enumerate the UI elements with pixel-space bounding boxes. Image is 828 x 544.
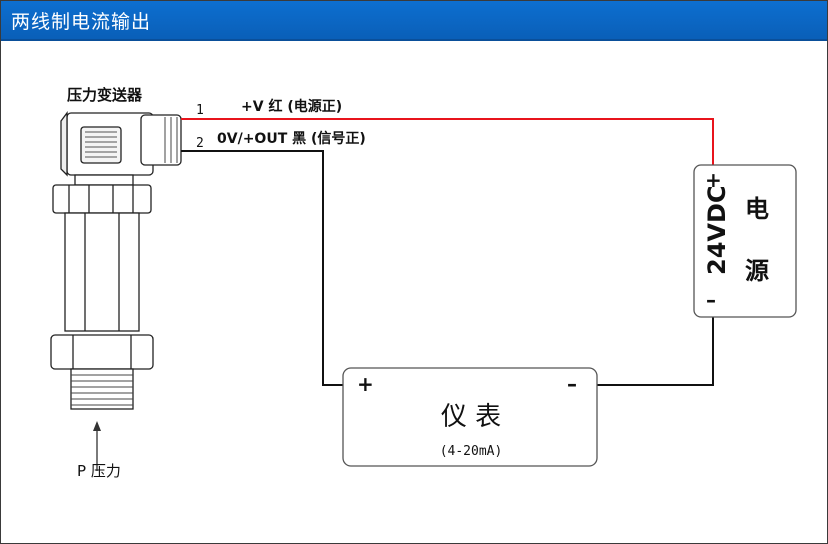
red-wire	[181, 118, 714, 165]
meter-range: (4-20mA)	[440, 444, 503, 459]
wire-2-label: 0V/+OUT 黑 (信号正)	[217, 130, 366, 147]
cable-gland	[140, 114, 182, 166]
wire-2-pin: 2	[196, 136, 204, 151]
pressure-label: P 压力	[77, 462, 121, 480]
power-name-top: 电	[745, 195, 769, 223]
power-name-bottom: 源	[745, 257, 769, 285]
power-minus: –	[706, 288, 716, 312]
wire-1-label: +V 红 (电源正)	[241, 98, 342, 115]
meter-name: 仪 表	[441, 402, 501, 432]
pressure-transmitter	[50, 111, 182, 471]
power-voltage: 24VDC	[703, 185, 731, 275]
upper-hex	[52, 184, 152, 214]
black-wire-meter-to-power	[597, 317, 714, 386]
title-bar: 两线制电流输出	[1, 1, 827, 41]
wire-1-pin: 1	[196, 103, 204, 118]
power-supply-box	[693, 164, 797, 318]
connector-edge	[60, 111, 68, 177]
connector-grille	[80, 126, 122, 164]
meter-box	[342, 367, 598, 467]
page-title: 两线制电流输出	[11, 11, 152, 33]
lower-hex	[50, 334, 154, 370]
sensor-label: 压力变送器	[67, 86, 143, 104]
thread	[70, 368, 134, 410]
meter-minus: –	[567, 372, 577, 396]
meter-plus: +	[357, 372, 374, 396]
sensor-body	[64, 212, 140, 332]
black-wire-to-meter	[181, 150, 343, 386]
power-plus: +	[705, 168, 722, 192]
sensor-neck	[74, 174, 134, 186]
